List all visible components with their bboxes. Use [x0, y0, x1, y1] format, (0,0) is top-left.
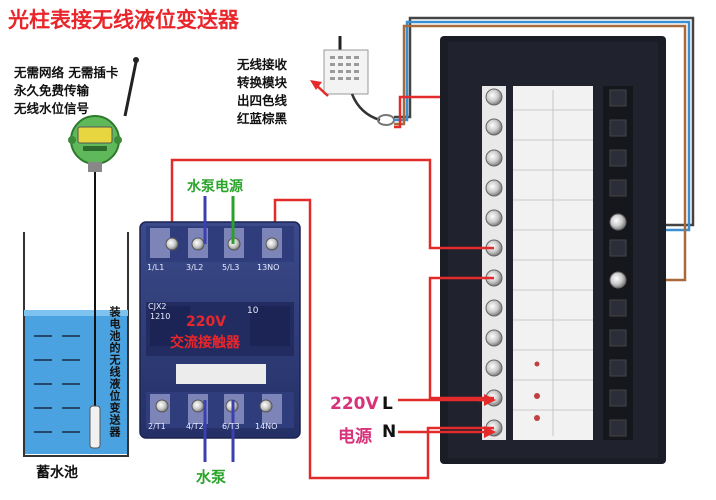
left-terminal-column — [482, 86, 506, 440]
terminal-6-t3: 6/T3 — [222, 422, 240, 431]
terminal-13-no: 13NO — [257, 263, 280, 272]
receiver-note-4: 红蓝棕黑 — [237, 111, 288, 126]
receiver-note-2: 转换模块 — [237, 75, 288, 90]
contactor-model-1: CJX2 — [148, 302, 167, 311]
ac-contactor — [139, 221, 301, 439]
water-tank — [23, 232, 129, 457]
receiver-note-1: 无线接收 — [237, 57, 288, 72]
power-l-label: L — [382, 394, 393, 414]
terminal-4-t2: 4/T2 — [186, 422, 204, 431]
pump-supply-label: 水泵电源 — [187, 179, 243, 195]
wireless-level-sensor — [68, 57, 139, 449]
terminal-1-l1: 1/L1 — [147, 263, 165, 272]
terminal-14-no: 14NO — [255, 422, 278, 431]
sensor-note-3: 无线水位信号 — [14, 101, 90, 116]
power-n-label: N — [382, 422, 397, 442]
contactor-name: 交流接触器 — [170, 335, 240, 351]
power-voltage: 220V — [330, 394, 379, 414]
contactor-voltage: 220V — [186, 314, 227, 330]
signal-wires — [394, 16, 695, 282]
sensor-note-1: 无需网络 无需插卡 — [14, 65, 119, 80]
meter-panel — [440, 36, 666, 464]
contactor-model-2: 1210 — [150, 312, 171, 321]
terminal-3-l2: 3/L2 — [186, 263, 204, 272]
receiver-module — [310, 36, 395, 126]
sensor-note-2: 永久免费传输 — [14, 83, 90, 98]
pump-wires — [203, 196, 235, 462]
right-terminal-column — [603, 86, 633, 440]
tank-label: 蓄水池 — [36, 465, 78, 481]
power-arrows — [484, 394, 496, 438]
tank-side-text: 装电池的无线液位变送器 — [108, 306, 121, 438]
diagram-title: 光柱表接无线液位变送器 — [8, 8, 239, 32]
terminal-2-t1: 2/T1 — [148, 422, 166, 431]
pump-label: 水泵 — [196, 468, 227, 486]
receiver-note-3: 出四色线 — [237, 93, 288, 108]
terminal-5-l3: 5/L3 — [222, 263, 240, 272]
contactor-code: 10 — [247, 306, 259, 316]
power-name: 电源 — [338, 427, 372, 447]
power-wires — [170, 158, 494, 480]
